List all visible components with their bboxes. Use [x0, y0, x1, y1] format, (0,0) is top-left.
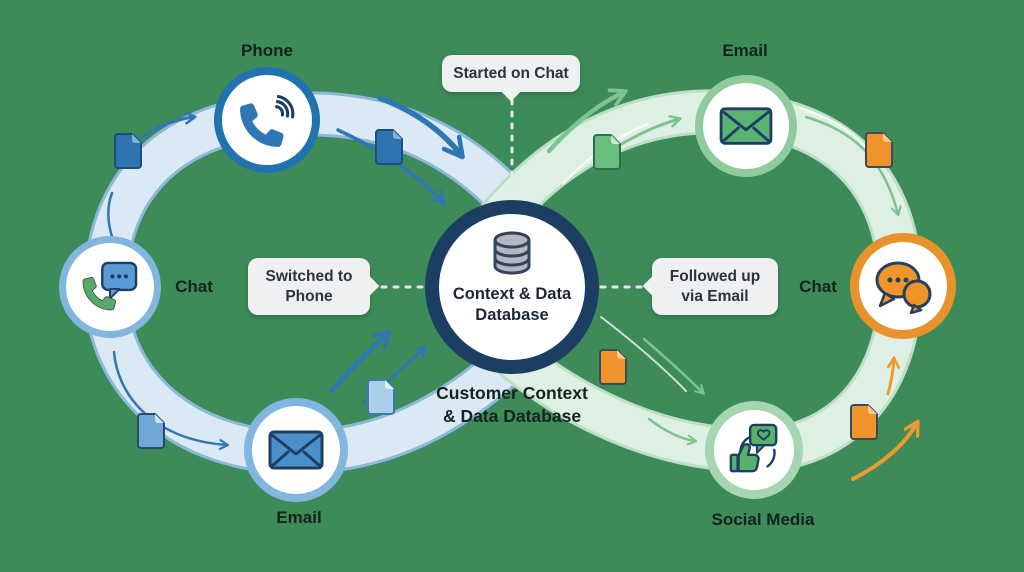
document-icon: [375, 129, 403, 165]
callout-text-line1: Followed up: [669, 267, 761, 285]
center-label-line1: Context & Data: [452, 285, 572, 303]
center-node-label: Context & Data Database: [453, 284, 571, 326]
orange-arrows: [851, 356, 920, 481]
callout-text-line2: via Email: [681, 287, 749, 305]
database-icon: [493, 231, 531, 275]
node-email-left: [244, 398, 348, 502]
callout-text-line2: Phone: [285, 287, 333, 305]
document-icon: [114, 133, 142, 169]
node-social-media: [705, 401, 803, 499]
envelope-icon: [719, 107, 773, 145]
document-icon: [367, 379, 395, 415]
chat-phone-icon: [82, 261, 138, 311]
callout-started-on-chat: Started on Chat: [442, 55, 580, 92]
node-email-right: [695, 75, 797, 177]
center-database-node: Context & Data Database: [425, 200, 599, 374]
node-chat-left: [59, 236, 161, 338]
document-icon: [850, 404, 878, 440]
chat-bubbles-icon: [875, 261, 932, 314]
thumbs-up-heart-icon: [729, 423, 778, 473]
phone-icon: [240, 94, 295, 147]
label-email-right: Email: [722, 41, 768, 60]
caption-line1: Customer Context: [436, 383, 588, 403]
center-caption: Customer Context & Data Database: [402, 382, 622, 428]
label-chat-left: Chat: [175, 277, 213, 296]
callout-followed-up-via-email: Followed up via Email: [652, 258, 778, 315]
document-icon: [137, 413, 165, 449]
envelope-icon: [268, 430, 324, 470]
node-chat-right: [850, 233, 956, 339]
callout-switched-to-phone: Switched to Phone: [248, 258, 370, 315]
document-icon: [865, 132, 893, 168]
label-chat-right: Chat: [799, 277, 837, 296]
center-label-line2: Database: [475, 306, 549, 324]
document-icon: [599, 349, 627, 385]
caption-line2: & Data Database: [442, 406, 582, 426]
label-phone: Phone: [241, 41, 293, 60]
node-phone: [214, 67, 320, 173]
label-email-left: Email: [276, 508, 322, 527]
dotted-connectors: [380, 98, 652, 289]
document-icon: [593, 134, 621, 170]
callout-text: Started on Chat: [453, 64, 569, 82]
label-social-media: Social Media: [711, 510, 815, 529]
callout-text-line1: Switched to: [265, 267, 353, 285]
